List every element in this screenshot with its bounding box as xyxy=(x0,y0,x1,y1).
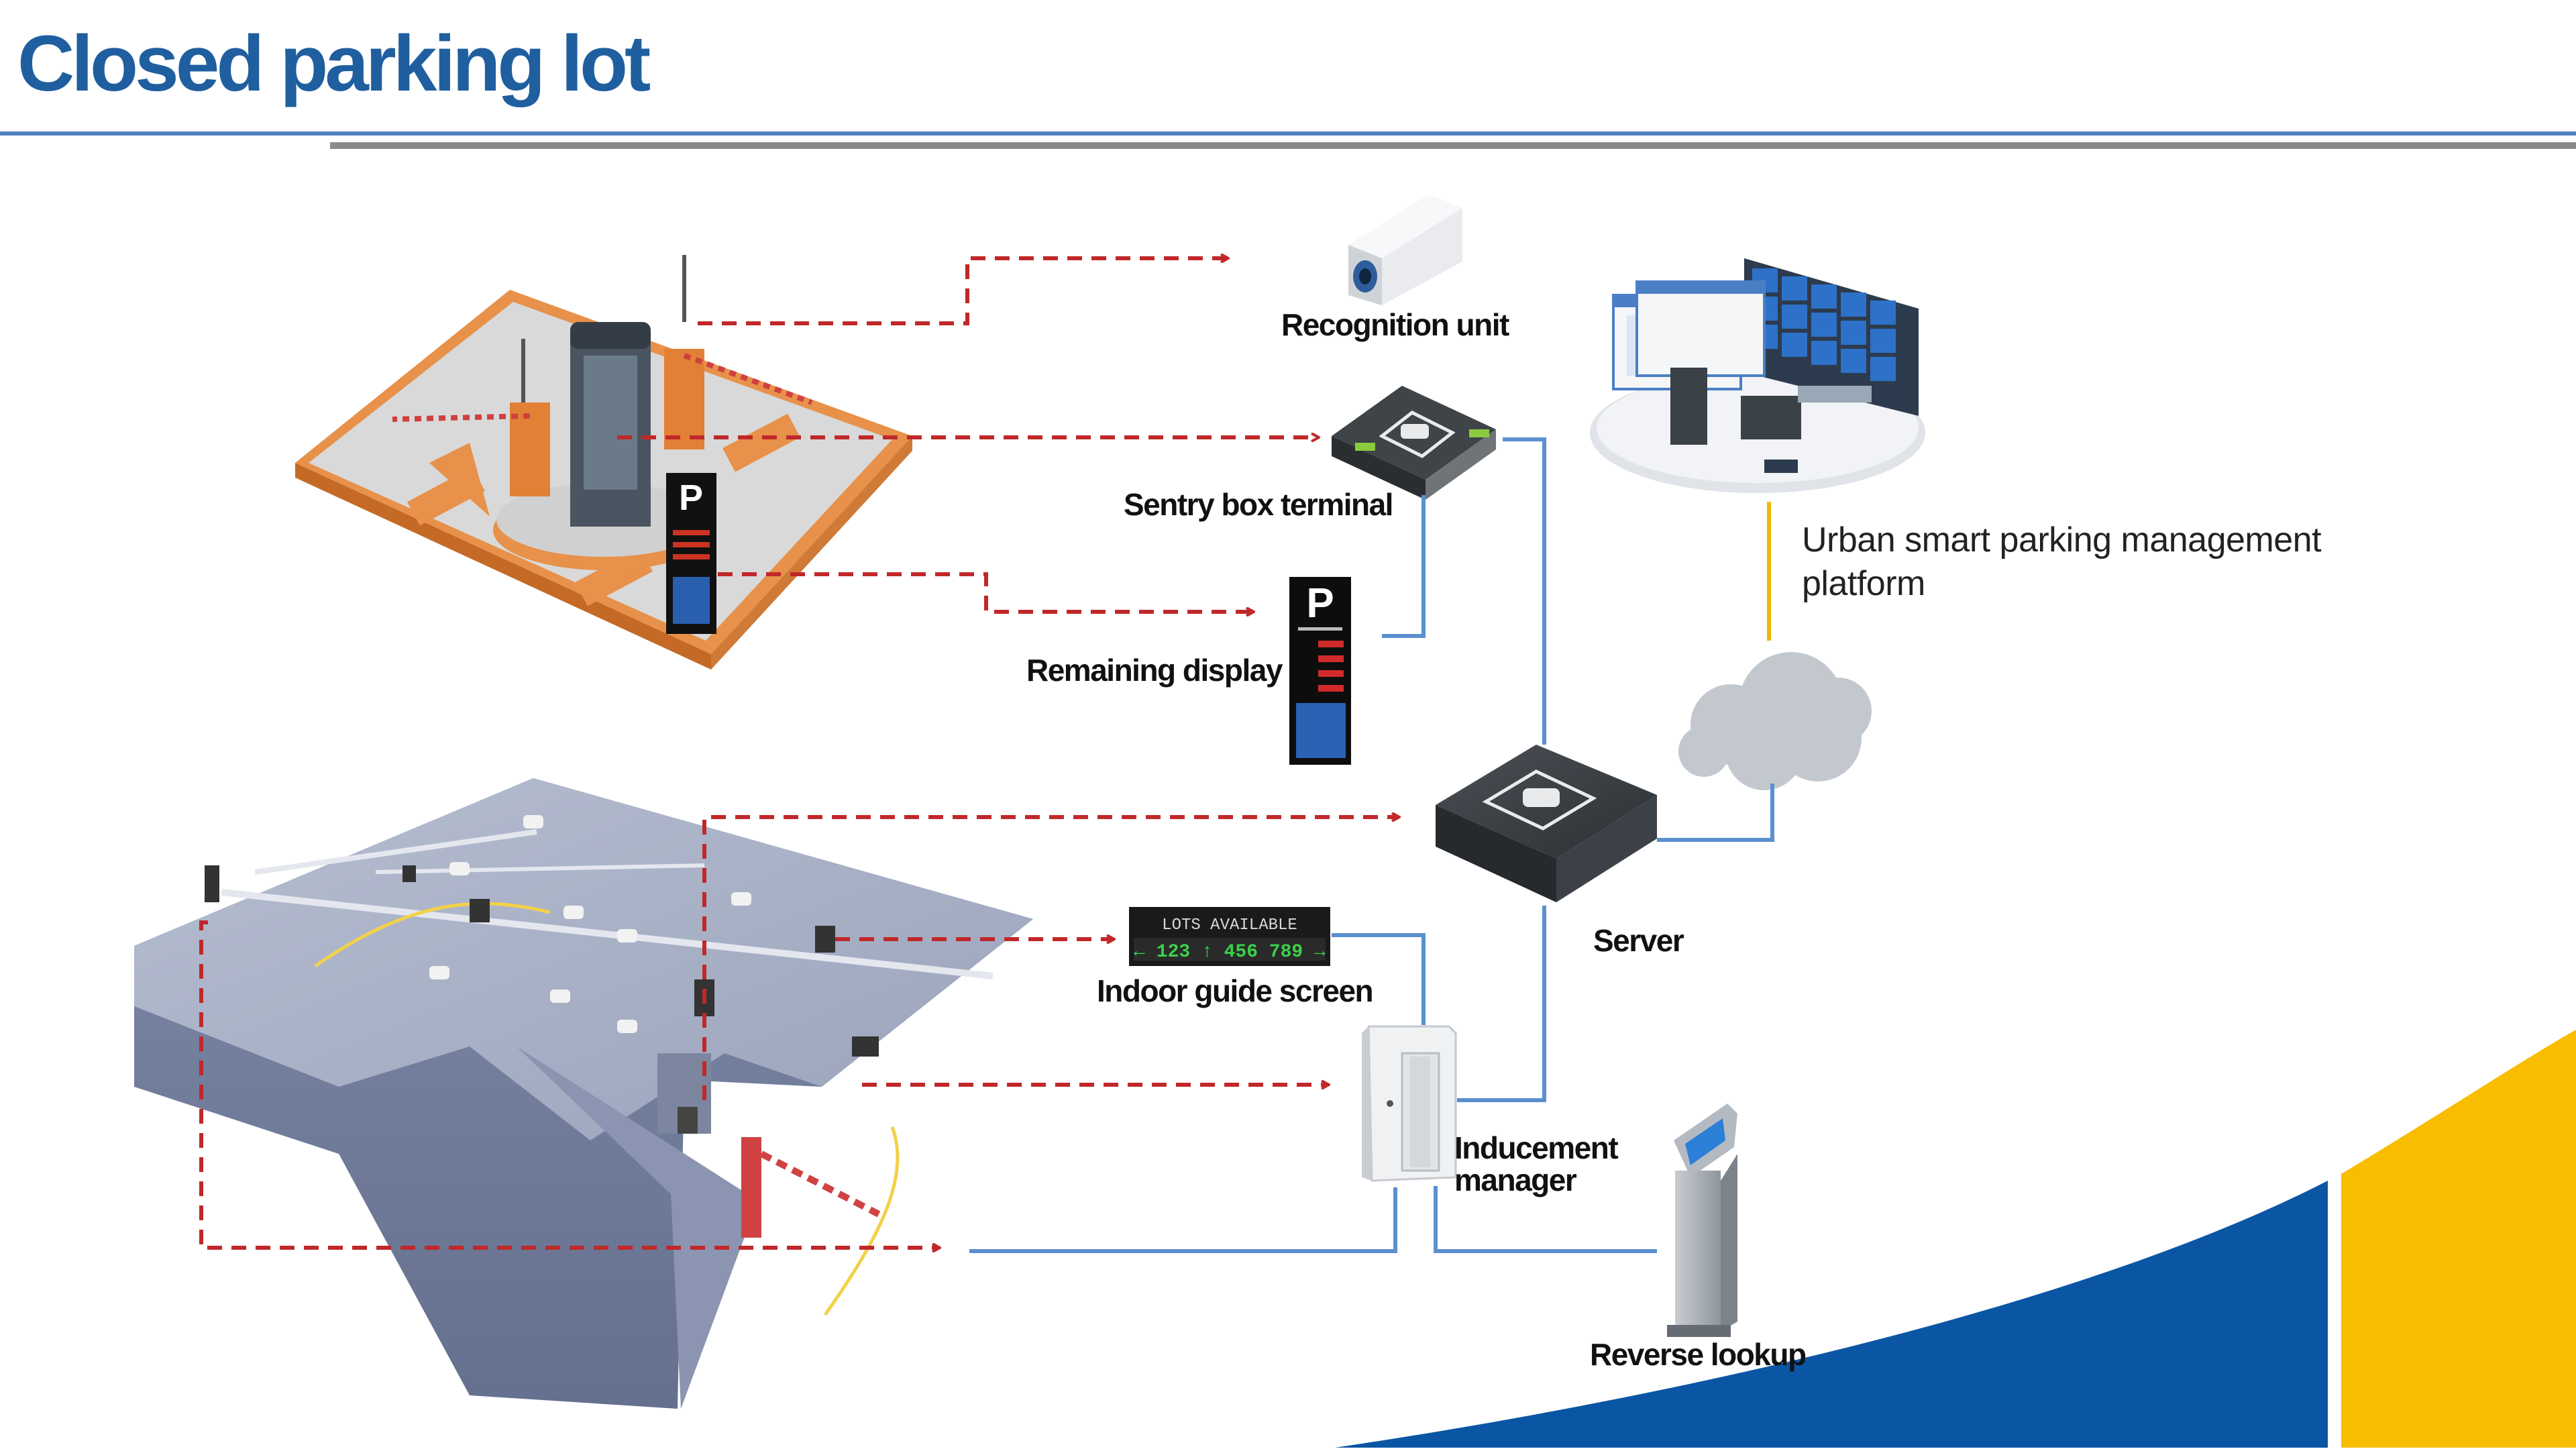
link-remaining-display-terminal xyxy=(1382,495,1426,638)
arrow-garage-loop xyxy=(199,920,939,1248)
corner-decoration xyxy=(1335,1030,2576,1448)
inducement-manager-cabinet-icon xyxy=(1362,1025,1457,1182)
parking-sign-letter-small: P xyxy=(679,478,703,518)
kiosk-icon xyxy=(1667,1104,1737,1337)
label-recognition-unit: Recognition unit xyxy=(1281,307,1509,342)
indoor-guide-screen-icon: LOTS AVAILABLE ← 123 ↑ 456 789 → xyxy=(1129,907,1330,966)
parking-sign-letter: P xyxy=(1306,580,1334,627)
entrance-gate-illustration: P xyxy=(295,255,912,669)
label-reverse-lookup: Reverse lookup xyxy=(1590,1337,1807,1372)
data-flow-arrows xyxy=(199,258,1399,1248)
label-indoor-guide-screen: Indoor guide screen xyxy=(1097,973,1374,1008)
arrow-sign-to-display xyxy=(718,572,1253,612)
corner-yellow-swoosh xyxy=(2341,1030,2576,1448)
link-manager-kiosk xyxy=(1434,1186,1657,1253)
link-manager-server xyxy=(1457,906,1546,1102)
label-remaining-display: Remaining display xyxy=(1026,653,1283,688)
server-icon xyxy=(1436,745,1657,902)
cloud-icon xyxy=(1678,652,1872,790)
label-server: Server xyxy=(1593,923,1684,958)
remaining-display-icon: P xyxy=(1289,577,1351,765)
label-platform: Urban smart parking management platform xyxy=(1802,521,2322,603)
link-guide-screen-manager xyxy=(1332,933,1426,1025)
link-sentry-terminal-server xyxy=(1503,437,1546,745)
sentry-terminal-icon xyxy=(1332,386,1496,500)
camera-icon xyxy=(1348,195,1462,305)
corner-blue-swoosh xyxy=(1335,1181,2328,1448)
label-sentry-box-terminal: Sentry box terminal xyxy=(1124,487,1393,522)
parking-garage-illustration xyxy=(134,778,1033,1409)
link-garage-manager xyxy=(969,1187,1397,1253)
link-server-cloud xyxy=(1657,784,1774,842)
network-links xyxy=(969,437,1774,1253)
arrow-gate-to-camera xyxy=(698,258,1228,325)
label-inducement-manager: Inducement manager xyxy=(1454,1130,1619,1198)
guide-screen-bottom-text: ← 123 ↑ 456 789 → xyxy=(1134,942,1326,963)
management-platform-illustration xyxy=(1590,258,1925,493)
guide-screen-top-text: LOTS AVAILABLE xyxy=(1162,916,1297,934)
title-underline xyxy=(0,131,2576,136)
page-title: Closed parking lot xyxy=(17,19,651,108)
title-divider xyxy=(330,142,2576,149)
